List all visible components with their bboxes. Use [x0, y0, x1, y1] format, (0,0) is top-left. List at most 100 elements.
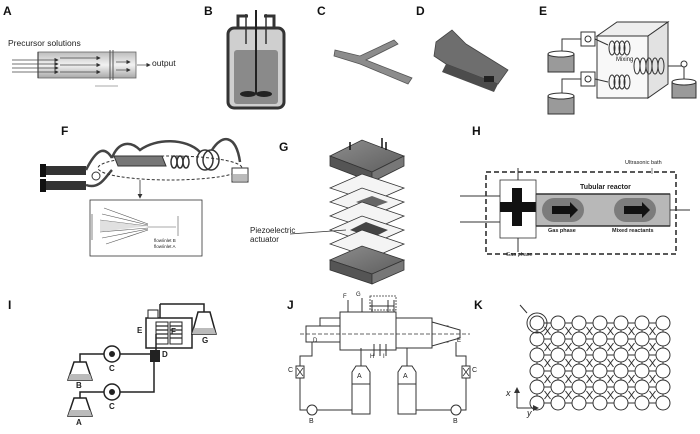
panel-f-diagram	[40, 138, 249, 257]
ultrasonic-bath-label: Ultrasonic bath	[625, 160, 662, 166]
panel-d-diagram	[433, 29, 509, 92]
k-node	[613, 347, 629, 363]
k-junction	[628, 342, 635, 352]
panel-k-letter: K	[474, 298, 483, 312]
gas-phase-bottom-label: Gas phase	[506, 252, 533, 258]
k-node	[634, 331, 650, 347]
k-junction	[544, 374, 551, 384]
i-label-c2: C	[109, 402, 115, 411]
k-node	[529, 379, 545, 395]
k-node	[634, 363, 650, 379]
i-label-f: F	[171, 327, 176, 336]
k-node	[550, 363, 566, 379]
k-junction	[586, 342, 593, 352]
k-node	[655, 331, 671, 347]
k-node	[634, 315, 650, 331]
j-label-g: G	[356, 292, 361, 298]
k-node	[655, 379, 671, 395]
k-node	[571, 331, 587, 347]
panel-j-diagram	[295, 295, 471, 416]
k-node	[550, 347, 566, 363]
j-label-i: I	[383, 354, 385, 360]
tubular-reactor-label: Tubular reactor	[580, 184, 631, 191]
k-junction	[649, 358, 656, 368]
j-label-e: E	[457, 338, 462, 344]
k-junction	[544, 342, 551, 352]
panel-e-letter: E	[539, 4, 548, 18]
k-node	[634, 379, 650, 395]
k-junction	[544, 326, 551, 336]
k-node	[529, 347, 545, 363]
panel-i-letter: I	[8, 298, 12, 312]
k-junction	[628, 390, 635, 400]
j-label-a1: A	[357, 373, 362, 380]
i-label-c1: C	[109, 364, 115, 373]
panel-h-diagram	[460, 168, 690, 255]
i-label-b: B	[76, 381, 82, 390]
k-node	[613, 363, 629, 379]
k-junction	[586, 390, 593, 400]
piezoelectric-actuator-label: Piezoelectric actuator	[250, 226, 296, 244]
panel-k-lattice	[529, 315, 671, 411]
j-label-b2: B	[453, 418, 458, 425]
panel-e-diagram	[547, 21, 697, 115]
k-node	[592, 315, 608, 331]
k-node	[571, 315, 587, 331]
k-junction	[565, 374, 572, 384]
k-junction	[565, 390, 572, 400]
j-label-d: D	[313, 338, 318, 344]
j-label-c1: C	[288, 367, 294, 374]
k-node	[613, 379, 629, 395]
precursor-solutions-label: Precursor solutions	[8, 38, 81, 48]
i-label-a: A	[76, 418, 82, 427]
panel-h-letter: H	[472, 124, 481, 138]
k-node	[571, 379, 587, 395]
k-node	[550, 315, 566, 331]
k-junction	[607, 326, 614, 336]
mixing-label: Mixing	[616, 57, 634, 63]
j-label-f: F	[343, 294, 347, 300]
k-node	[655, 315, 671, 331]
k-node	[529, 331, 545, 347]
j-label-h: H	[370, 354, 375, 360]
k-node	[592, 363, 608, 379]
k-node	[592, 379, 608, 395]
k-node	[529, 315, 545, 331]
k-node	[571, 395, 587, 411]
panel-a-diagram	[12, 50, 151, 87]
k-node	[592, 331, 608, 347]
k-node	[613, 331, 629, 347]
j-label-b1: B	[309, 418, 314, 425]
gas-phase-label: Gas phase	[548, 228, 576, 234]
k-axis-x-label: x	[506, 388, 511, 398]
i-label-e: E	[137, 326, 143, 335]
k-junction	[607, 374, 614, 384]
k-junction	[565, 358, 572, 368]
k-node	[592, 347, 608, 363]
k-node	[613, 395, 629, 411]
output-label: output	[152, 58, 176, 68]
panel-g-letter: G	[279, 140, 289, 154]
k-node	[550, 331, 566, 347]
j-label-a2: A	[403, 373, 408, 380]
k-node	[550, 395, 566, 411]
k-junction	[586, 374, 593, 384]
panel-a-letter: A	[3, 4, 12, 18]
panel-g-diagram	[289, 138, 406, 285]
k-junction	[544, 358, 551, 368]
k-axis-y-label: y	[527, 408, 532, 418]
inlet-a-label: flow/inlet A	[154, 244, 176, 249]
mixed-reactants-label: Mixed reactants	[612, 228, 654, 234]
panel-c-letter: C	[317, 4, 326, 18]
j-label-c2: C	[472, 367, 478, 374]
k-junction	[544, 390, 551, 400]
k-junction	[649, 326, 656, 336]
k-node	[550, 379, 566, 395]
k-junction	[586, 326, 593, 336]
k-junction	[607, 390, 614, 400]
k-node	[613, 315, 629, 331]
k-node	[655, 395, 671, 411]
k-junction	[628, 374, 635, 384]
panel-b-diagram	[226, 10, 286, 110]
